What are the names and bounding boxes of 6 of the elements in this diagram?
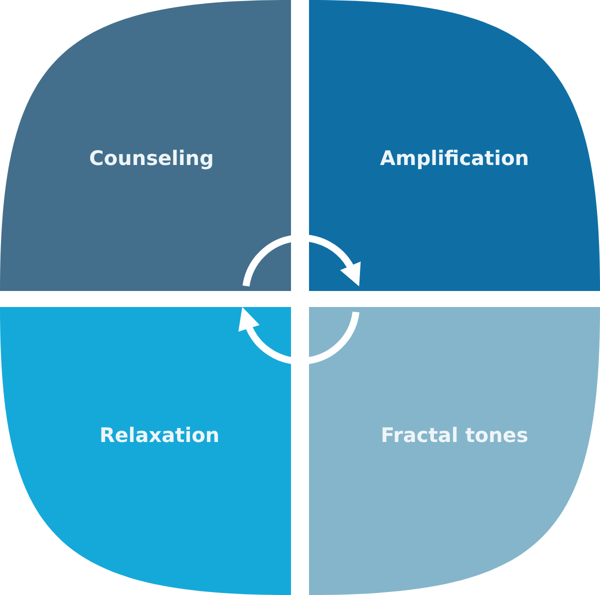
cycle-arrow (238, 307, 360, 364)
quadrant-label: Counseling (89, 144, 214, 172)
quadrant-label: Relaxation (99, 422, 220, 449)
quadrant-label: Amplification (380, 144, 529, 172)
quadrant-label: Fractal tones (380, 422, 528, 449)
cycle-arrow (242, 234, 360, 287)
